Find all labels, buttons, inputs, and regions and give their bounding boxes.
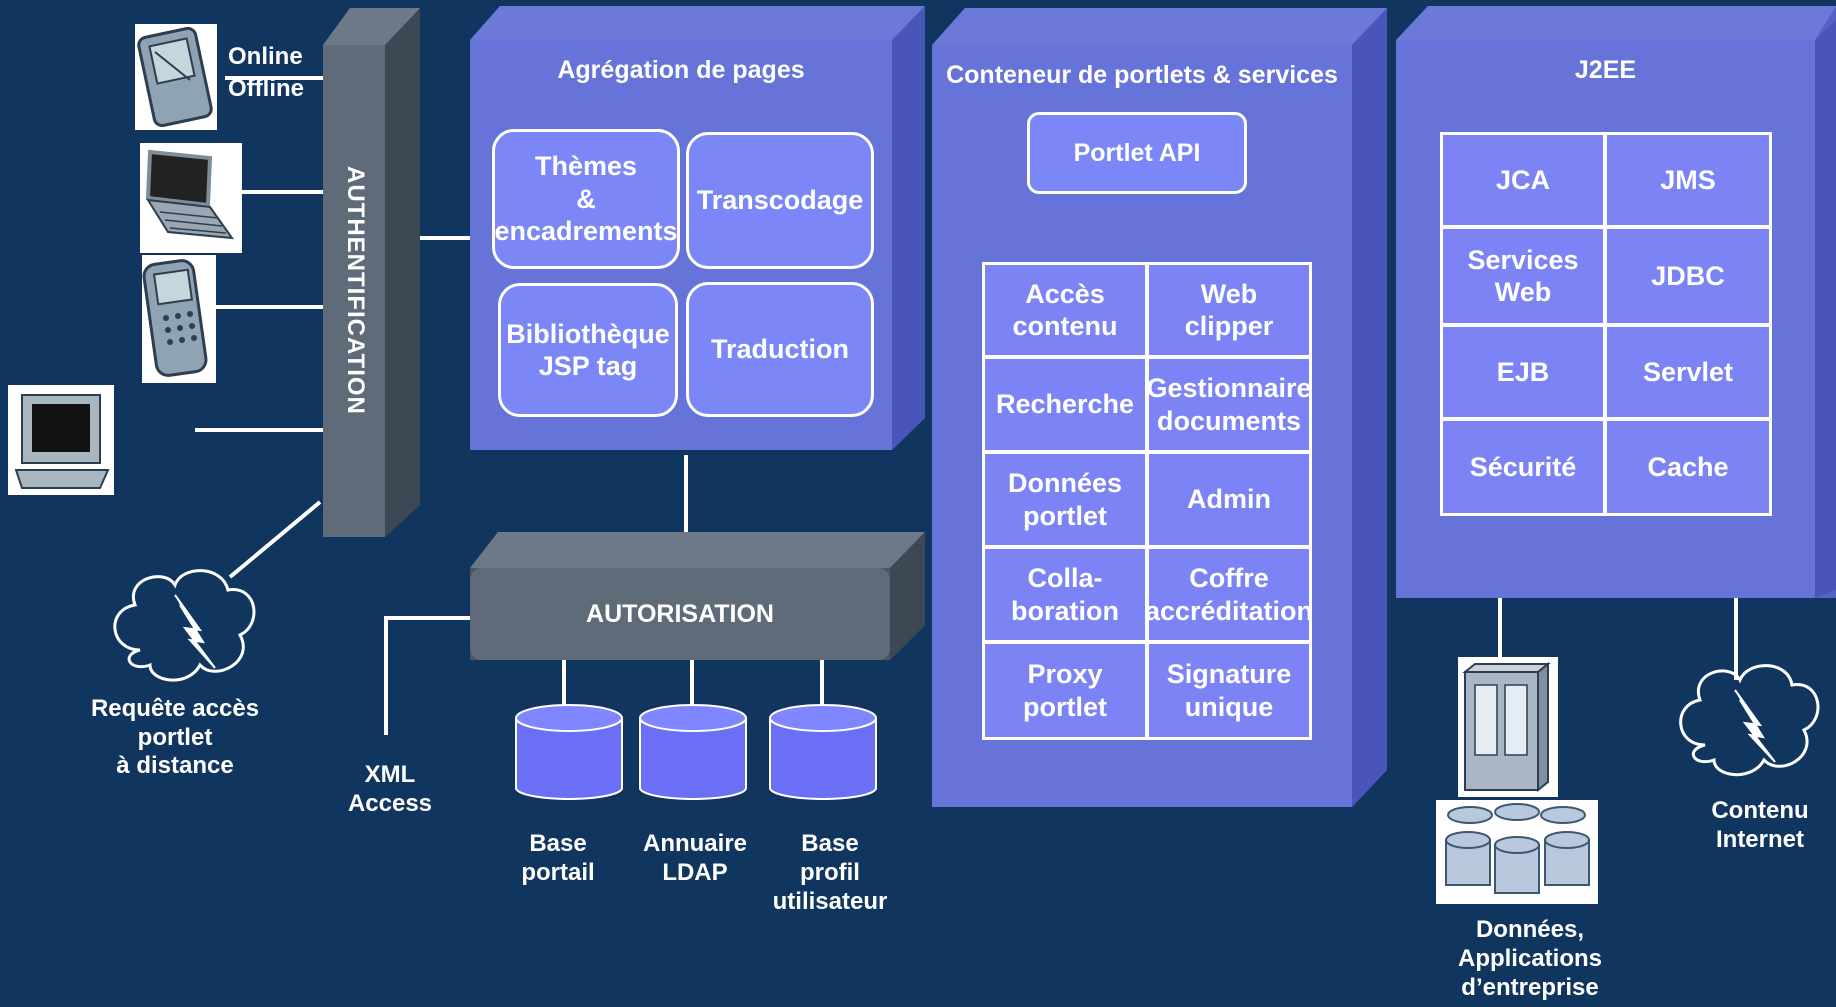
offline-label: Offline xyxy=(228,74,304,102)
authentication-block xyxy=(323,8,420,537)
portlet-container-title: Conteneur de portlets & services xyxy=(946,61,1338,89)
aggregation-title: Agrégation de pages xyxy=(557,56,805,84)
service-credential-vault: Coffre accréditation xyxy=(1145,546,1313,643)
service-portlet-data: Données portlet xyxy=(982,451,1148,548)
j2ee-cache: Cache xyxy=(1604,418,1772,516)
j2ee-jdbc: JDBC xyxy=(1604,226,1772,326)
remote-request-label: Requête accès portlet à distance xyxy=(90,694,260,780)
service-search: Recherche xyxy=(982,356,1148,453)
portlet-api-box: Portlet API xyxy=(1027,112,1247,194)
service-content-access: Accès contenu xyxy=(982,262,1148,358)
j2ee-security: Sécurité xyxy=(1440,418,1606,516)
service-document-manager: Gestionnaire documents xyxy=(1146,356,1312,453)
j2ee-title: J2EE xyxy=(1574,56,1637,84)
portal-database-label: Base portail xyxy=(521,830,595,886)
enterprise-database-icon xyxy=(1436,800,1598,904)
connector-lines xyxy=(195,76,1738,735)
pda-icon xyxy=(135,24,217,130)
enterprise-data-label: Données, Applications d’entreprise xyxy=(1457,916,1602,1001)
translation-box: Traduction xyxy=(686,282,874,417)
service-web-clipper: Web clipper xyxy=(1146,262,1312,358)
xml-access-label: XML Access xyxy=(347,761,433,817)
service-proxy-portlet: Proxy portlet xyxy=(982,641,1148,740)
transcoding-box: Transcodage xyxy=(686,132,874,269)
j2ee-jms: JMS xyxy=(1604,132,1772,228)
laptop-icon xyxy=(140,143,242,253)
service-admin: Admin xyxy=(1146,451,1312,548)
user-profile-database-label: Base profil utilisateur xyxy=(772,830,888,915)
mobile-phone-icon xyxy=(142,255,216,383)
themes-box: Thèmes & encadrements xyxy=(492,129,680,269)
internet-content-label: Contenu Internet xyxy=(1711,797,1809,853)
desktop-computer-icon xyxy=(8,385,114,495)
cloud-lightning-icon-right xyxy=(1679,664,1820,777)
ldap-directory-label: Annuaire LDAP xyxy=(642,830,747,886)
jsp-tag-library-box: Bibliothèque JSP tag xyxy=(498,283,678,417)
authentication-label: AUTHENTIFICATION xyxy=(342,165,369,415)
j2ee-jca: JCA xyxy=(1440,132,1606,228)
server-icon xyxy=(1458,657,1558,797)
service-collaboration: Colla- boration xyxy=(982,546,1148,643)
online-label: Online xyxy=(228,42,303,70)
database-cylinders xyxy=(515,704,877,800)
authorization-label: AUTORISATION xyxy=(586,600,774,628)
j2ee-web-services: Services Web xyxy=(1440,226,1606,326)
j2ee-servlet: Servlet xyxy=(1604,324,1772,420)
cloud-lightning-icon-left xyxy=(113,569,256,682)
authorization-block xyxy=(470,532,925,660)
j2ee-ejb: EJB xyxy=(1440,324,1606,420)
service-single-sign-on: Signature unique xyxy=(1146,641,1312,740)
